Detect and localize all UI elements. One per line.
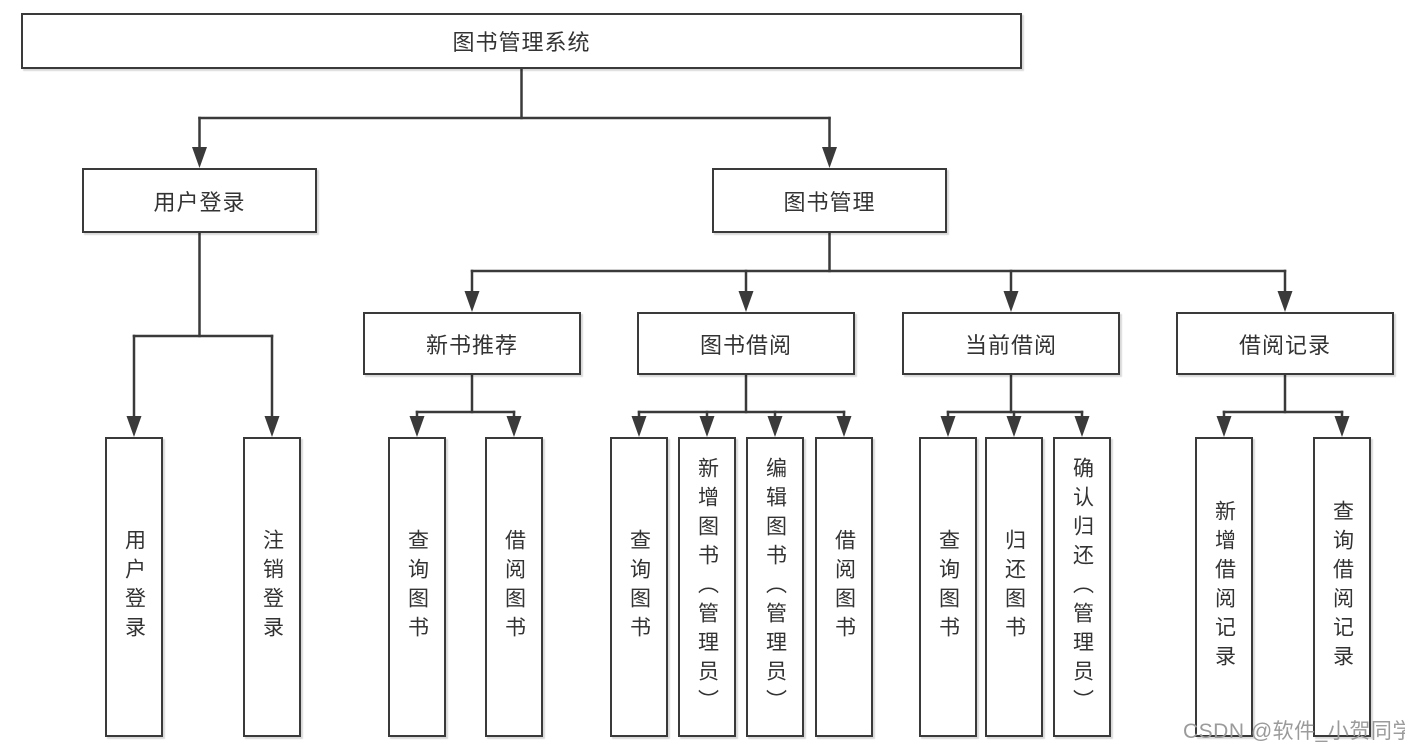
leaf-query-book-borrow: 查询图书 [610,437,668,737]
node-book-management: 图书管理 [712,168,947,233]
node-user-login: 用户登录 [82,168,317,233]
leaf-user-login: 用户登录 [105,437,163,737]
leaf-add-book-admin-label: 新增图书（管理员） [695,456,719,718]
leaf-edit-book-admin: 编辑图书（管理员） [746,437,804,737]
leaf-borrow-book-label: 借阅图书 [832,529,856,645]
node-root: 图书管理系统 [21,13,1022,69]
csdn-watermark: CSDN @软件_小贺同学 [1183,720,1405,743]
leaf-query-book-current: 查询图书 [919,437,977,737]
leaf-borrow-book-recommend: 借阅图书 [485,437,543,737]
leaf-add-book-admin: 新增图书（管理员） [678,437,736,737]
leaf-query-book-current-label: 查询图书 [936,529,960,645]
leaf-borrow-book: 借阅图书 [815,437,873,737]
node-borrow-records-label: 借阅记录 [1238,332,1331,358]
leaf-confirm-return-admin: 确认归还（管理员） [1053,437,1111,737]
leaf-logout: 注销登录 [243,437,301,737]
node-current-borrow: 当前借阅 [902,312,1120,375]
leaf-user-login-label: 用户登录 [122,529,146,645]
node-user-login-label: 用户登录 [153,189,246,215]
leaf-query-borrow-record-label: 查询借阅记录 [1330,500,1354,674]
node-root-label: 图书管理系统 [452,30,591,55]
node-current-borrow-label: 当前借阅 [964,332,1057,358]
node-book-borrow: 图书借阅 [637,312,855,375]
leaf-add-borrow-record: 新增借阅记录 [1195,437,1253,737]
node-book-management-label: 图书管理 [783,189,876,215]
leaf-logout-label: 注销登录 [260,529,284,645]
leaf-query-book-borrow-label: 查询图书 [627,529,651,645]
leaf-return-book: 归还图书 [985,437,1043,737]
leaf-return-book-label: 归还图书 [1002,529,1026,645]
leaf-confirm-return-admin-label: 确认归还（管理员） [1070,456,1094,718]
leaf-query-book-recommend: 查询图书 [388,437,446,737]
leaf-edit-book-admin-label: 编辑图书（管理员） [763,456,787,718]
leaf-query-borrow-record: 查询借阅记录 [1313,437,1371,737]
node-new-book-recommend-label: 新书推荐 [425,332,518,358]
node-borrow-records: 借阅记录 [1176,312,1394,375]
node-new-book-recommend: 新书推荐 [363,312,581,375]
leaf-add-borrow-record-label: 新增借阅记录 [1212,500,1236,674]
leaf-query-book-recommend-label: 查询图书 [405,529,429,645]
node-book-borrow-label: 图书借阅 [699,332,792,358]
leaf-borrow-book-recommend-label: 借阅图书 [502,529,526,645]
